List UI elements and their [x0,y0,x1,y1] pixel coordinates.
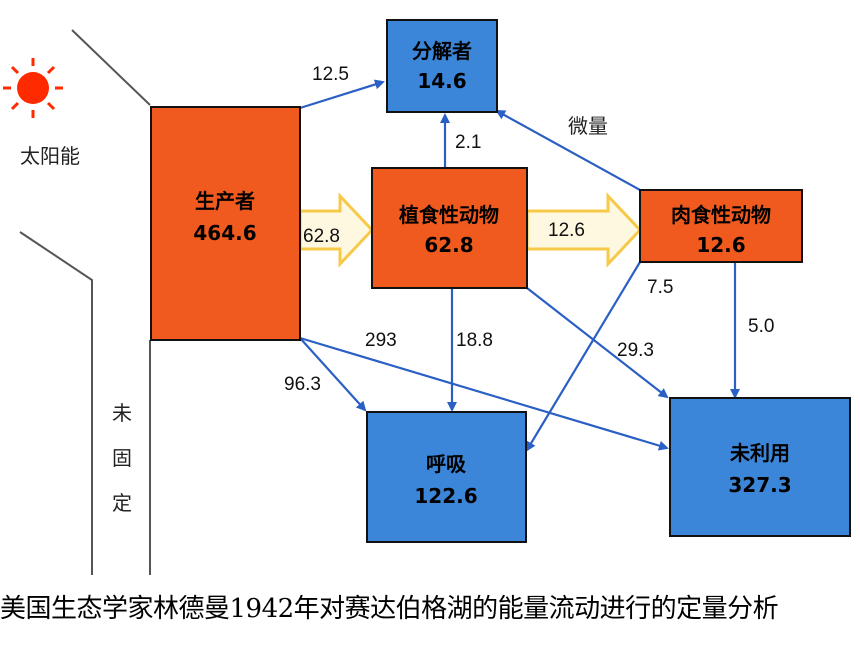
producer-unused-arrow [299,336,669,451]
herbivore-value: 62.8 [424,233,473,257]
producer-herbivore-arrow [298,192,375,268]
sunlight-label: 太阳能 [20,144,80,168]
flow-producer-respiration: 96.3 [284,374,321,395]
herbivore-carnivore-arrow [525,192,643,268]
unused-name: 未利用 [730,441,790,465]
unfixed-label-3: 定 [112,491,132,515]
producer-value: 464.6 [193,221,256,245]
carnivore-node: 肉食性动物 12.6 [639,189,803,263]
unfixed-label-1: 未 [112,401,132,425]
respiration-name: 呼吸 [426,452,467,476]
producer-respiration-arrow [299,337,367,412]
respiration-value: 122.6 [414,484,477,508]
carnivore-decomposer-arrow [495,110,641,191]
trace-label: 微量 [568,114,608,138]
flow-producer-unused: 293 [365,330,397,351]
flow-producer-herbivore: 62.8 [303,226,340,247]
carnivore-respiration-arrow [525,261,641,452]
flow-carnivore-unused: 5.0 [748,316,774,337]
decomposer-node: 分解者 14.6 [386,19,498,113]
decomposer-name: 分解者 [412,39,472,63]
carnivore-value: 12.6 [696,233,745,257]
herbivore-name: 植食性动物 [399,203,499,227]
flow-herbivore-decomposer: 2.1 [455,132,481,153]
boundary-lines [19,29,151,575]
figure-caption: 美国生态学家林德曼1942年对赛达伯格湖的能量流动进行的定量分析 [0,594,779,624]
flow-herbivore-unused: 29.3 [617,340,654,361]
respiration-node: 呼吸 122.6 [366,411,527,543]
producer-decomposer-arrow [299,79,385,110]
unfixed-label-2: 固 [112,446,132,470]
producer-name: 生产者 [195,189,255,213]
flow-herbivore-carnivore: 12.6 [548,220,585,241]
unused-value: 327.3 [728,473,791,497]
flow-herbivore-respiration: 18.8 [456,330,493,351]
sun-icon [3,58,63,118]
herbivore-unused-arrow [526,287,669,399]
unused-node: 未利用 327.3 [669,397,851,537]
producer-node: 生产者 464.6 [150,106,301,341]
flow-producer-decomposer: 12.5 [312,64,349,85]
flow-carnivore-respiration: 7.5 [647,277,673,298]
energy-flow-diagram: 太阳能 未 固 定 分解者 14.6 生产者 464.6 植食性动物 62.8 … [3,19,851,575]
carnivore-name: 肉食性动物 [671,203,771,227]
decomposer-value: 14.6 [417,69,466,93]
herbivore-node: 植食性动物 62.8 [371,167,528,289]
